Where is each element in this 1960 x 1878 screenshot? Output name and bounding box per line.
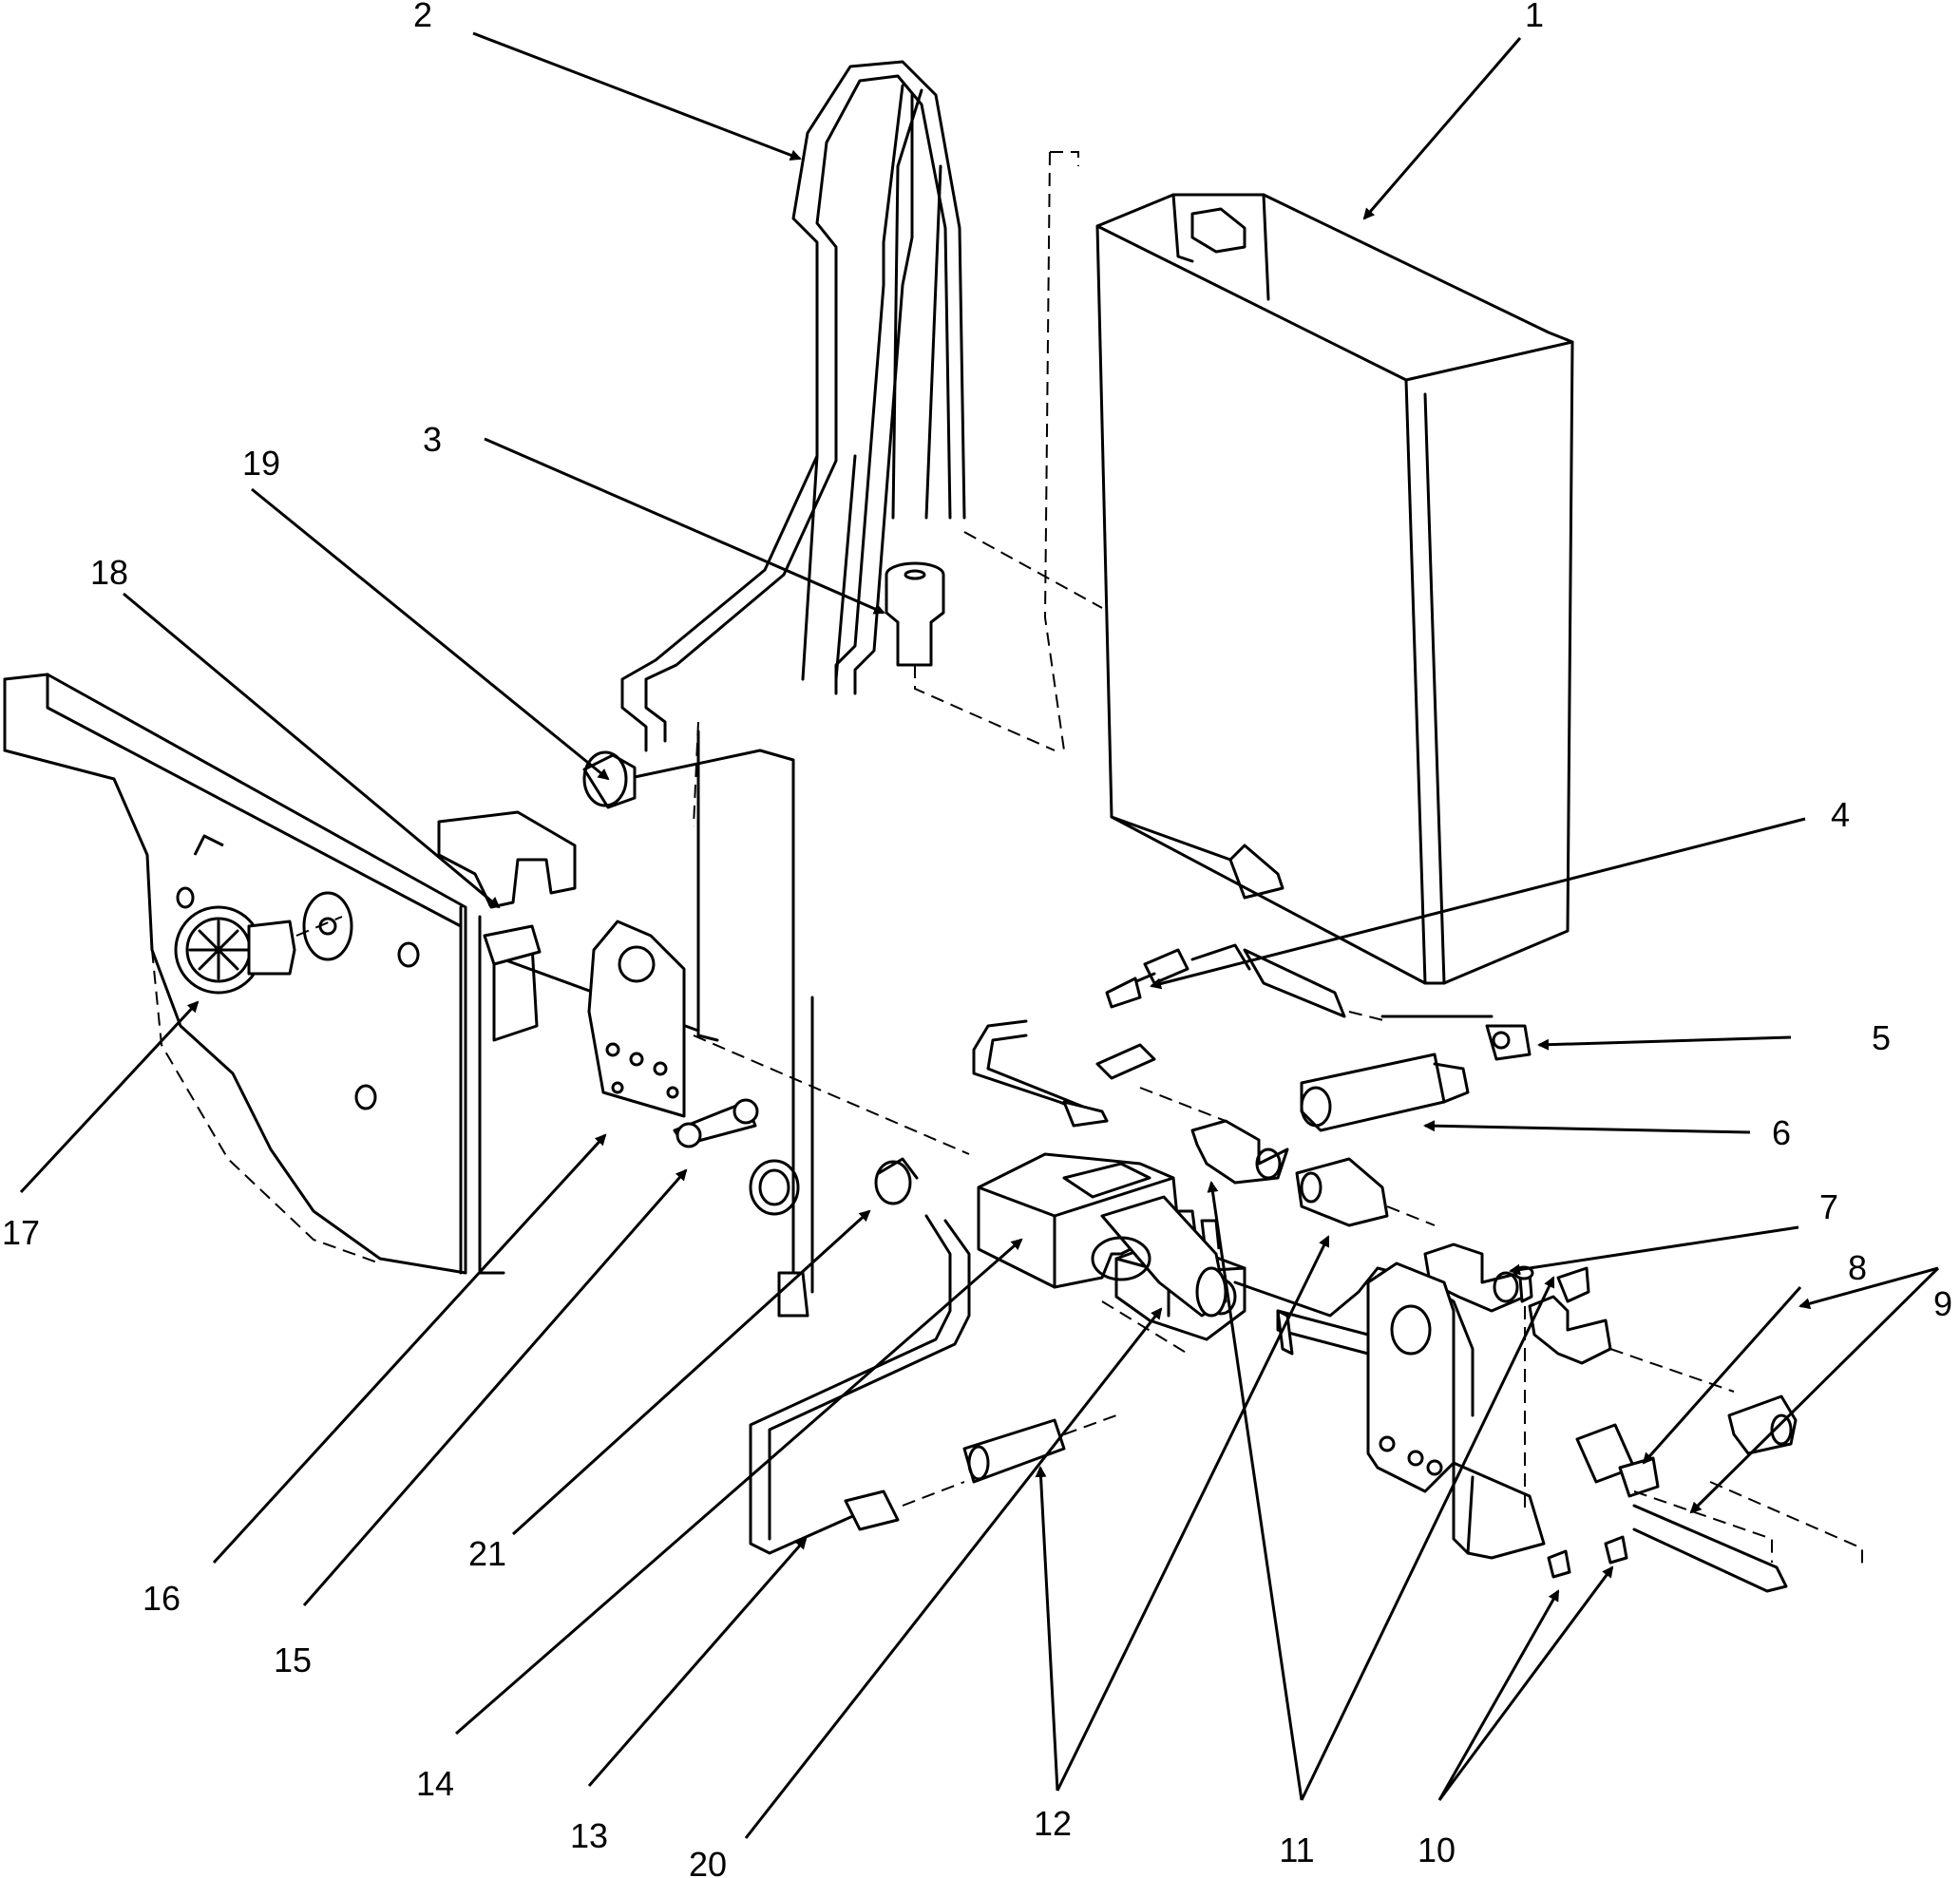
callout-8: 8 xyxy=(1848,1248,1867,1287)
callout-15: 15 xyxy=(274,1641,312,1679)
callout-4: 4 xyxy=(1831,795,1850,834)
callout-14: 14 xyxy=(416,1764,454,1803)
callout-20: 20 xyxy=(689,1845,727,1878)
callout-18: 18 xyxy=(90,553,128,592)
callout-13: 13 xyxy=(570,1816,608,1855)
callout-7: 7 xyxy=(1819,1187,1838,1226)
callout-6: 6 xyxy=(1772,1113,1791,1152)
callout-5: 5 xyxy=(1872,1018,1891,1057)
callout-1: 1 xyxy=(1525,0,1544,34)
callout-16: 16 xyxy=(143,1579,181,1618)
elbow-connector xyxy=(972,943,1532,1227)
callout-21: 21 xyxy=(468,1534,506,1573)
callout-2: 2 xyxy=(413,0,432,34)
callout-19: 19 xyxy=(242,444,280,483)
right-fitting-assembly xyxy=(1233,1243,1863,1593)
side-panel xyxy=(3,673,505,1275)
inline-valve xyxy=(885,561,1056,751)
mounting-bracket-assembly xyxy=(437,721,970,1318)
callout-11: 11 xyxy=(1279,1831,1314,1869)
leader-lines xyxy=(19,31,1940,1839)
water-reservoir xyxy=(1043,151,1574,985)
callout-3: 3 xyxy=(423,420,442,459)
callout-17: 17 xyxy=(2,1213,40,1252)
callout-9: 9 xyxy=(1933,1284,1952,1323)
callout-10: 10 xyxy=(1418,1831,1456,1869)
callout-12: 12 xyxy=(1034,1804,1072,1843)
tubing-assembly xyxy=(620,60,1103,752)
